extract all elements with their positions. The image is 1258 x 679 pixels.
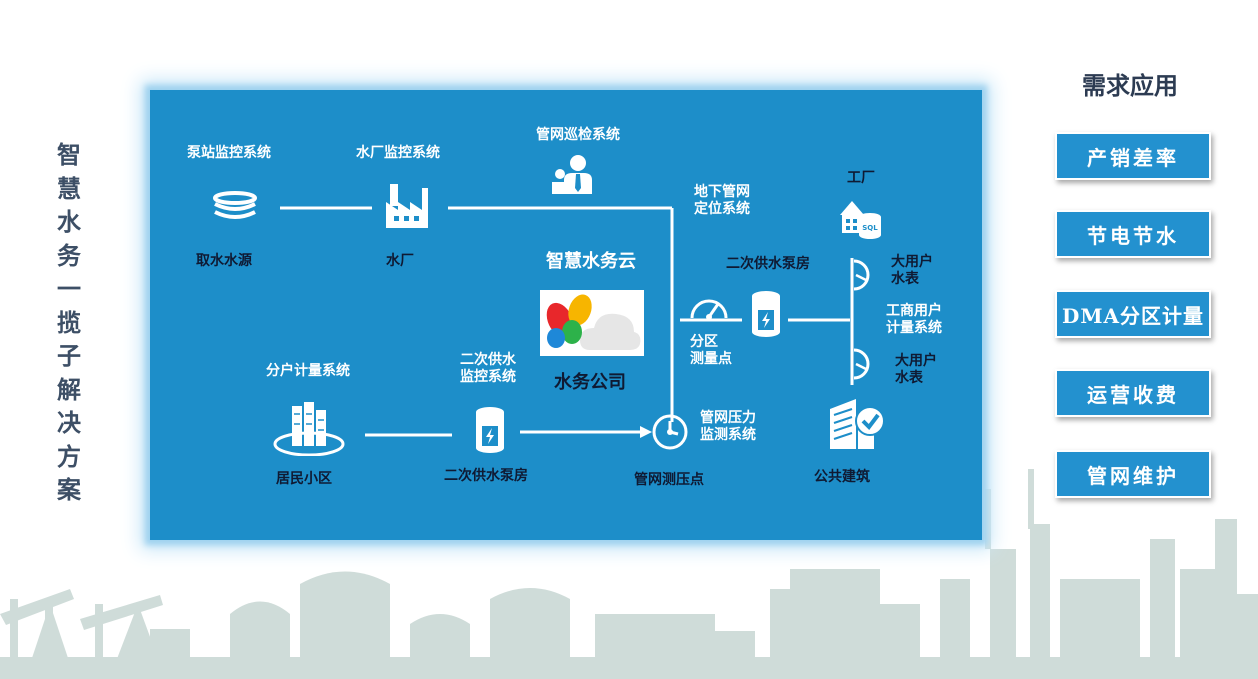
connector-lines <box>280 206 854 438</box>
city-skyline-background <box>0 469 1258 679</box>
button-operation-billing[interactable]: 运营收费 <box>1055 369 1211 417</box>
label-secondary-pump-room-top: 二次供水泵房 <box>726 256 810 272</box>
button-pipe-maintenance[interactable]: 管网维护 <box>1055 450 1211 498</box>
label-big-user-meter-1: 大用户 水表 <box>891 254 933 287</box>
label-zone-metering: 分区 测量点 <box>690 334 732 367</box>
label-water-plant-monitor: 水厂监控系统 <box>356 145 440 161</box>
patrol-people-icon <box>552 155 592 194</box>
label-water-plant: 水厂 <box>386 253 414 269</box>
button-dma-metering[interactable]: DMA分区计量 <box>1055 290 1211 338</box>
public-building-check-icon <box>830 399 885 449</box>
title-char: 智 <box>57 140 81 169</box>
label-water-company: 水务公司 <box>554 372 626 393</box>
logo-image <box>546 294 641 350</box>
factory-icon <box>386 184 428 228</box>
pressure-gauge-icon <box>652 414 688 450</box>
label-pipe-pressure-monitor: 管网压力 监测系统 <box>700 410 756 443</box>
label-underground-pipe: 地下管网 定位系统 <box>694 184 750 217</box>
meter-icon <box>853 348 870 380</box>
label-secondary-supply-monitor: 二次供水 监控系统 <box>460 352 516 385</box>
label-pressure-point: 管网测压点 <box>634 472 704 488</box>
factory-database-icon: SQL <box>840 201 881 239</box>
diagram-panel: SQL <box>150 90 982 540</box>
water-cloud-logo <box>540 290 644 356</box>
title-char: 决 <box>57 408 81 437</box>
label-residential: 居民小区 <box>276 471 332 487</box>
vertical-title: 智 慧 水 务 一 揽 子 解 决 方 案 <box>52 138 86 507</box>
label-commercial-metering: 工商用户 计量系统 <box>886 303 942 336</box>
label-household-metering: 分户计量系统 <box>266 363 350 379</box>
label-factory: 工厂 <box>847 170 875 186</box>
oil-pump-icon <box>0 589 74 664</box>
label-secondary-pump-room-bottom: 二次供水泵房 <box>444 468 528 484</box>
label-pipe-patrol: 管网巡检系统 <box>536 127 620 143</box>
title-char: 解 <box>57 374 81 404</box>
title-char: 揽 <box>57 307 81 337</box>
title-char: 务 <box>57 240 81 270</box>
label-water-source: 取水水源 <box>196 253 252 269</box>
building-icon <box>273 402 345 456</box>
label-public-building: 公共建筑 <box>814 469 870 485</box>
title-char: 子 <box>57 341 81 370</box>
pump-room-icon <box>752 291 780 337</box>
title-char: 水 <box>57 207 81 236</box>
title-char: 一 <box>57 274 81 303</box>
title-char: 案 <box>57 475 81 504</box>
right-title: 需求应用 <box>1082 72 1178 100</box>
label-pump-station-monitor: 泵站监控系统 <box>187 145 271 161</box>
label-smart-cloud: 智慧水务云 <box>546 251 636 272</box>
gauge-icon <box>690 299 728 320</box>
button-save-power-water[interactable]: 节电节水 <box>1055 210 1211 258</box>
button-production-sales-gap[interactable]: 产销差率 <box>1055 132 1211 180</box>
meter-icon <box>853 259 870 291</box>
label-big-user-meter-2: 大用户 水表 <box>895 353 937 386</box>
water-source-icon <box>213 191 257 219</box>
sql-badge: SQL <box>862 224 878 232</box>
title-char: 慧 <box>57 173 81 203</box>
pump-room-icon <box>476 407 504 453</box>
title-char: 方 <box>57 441 81 471</box>
